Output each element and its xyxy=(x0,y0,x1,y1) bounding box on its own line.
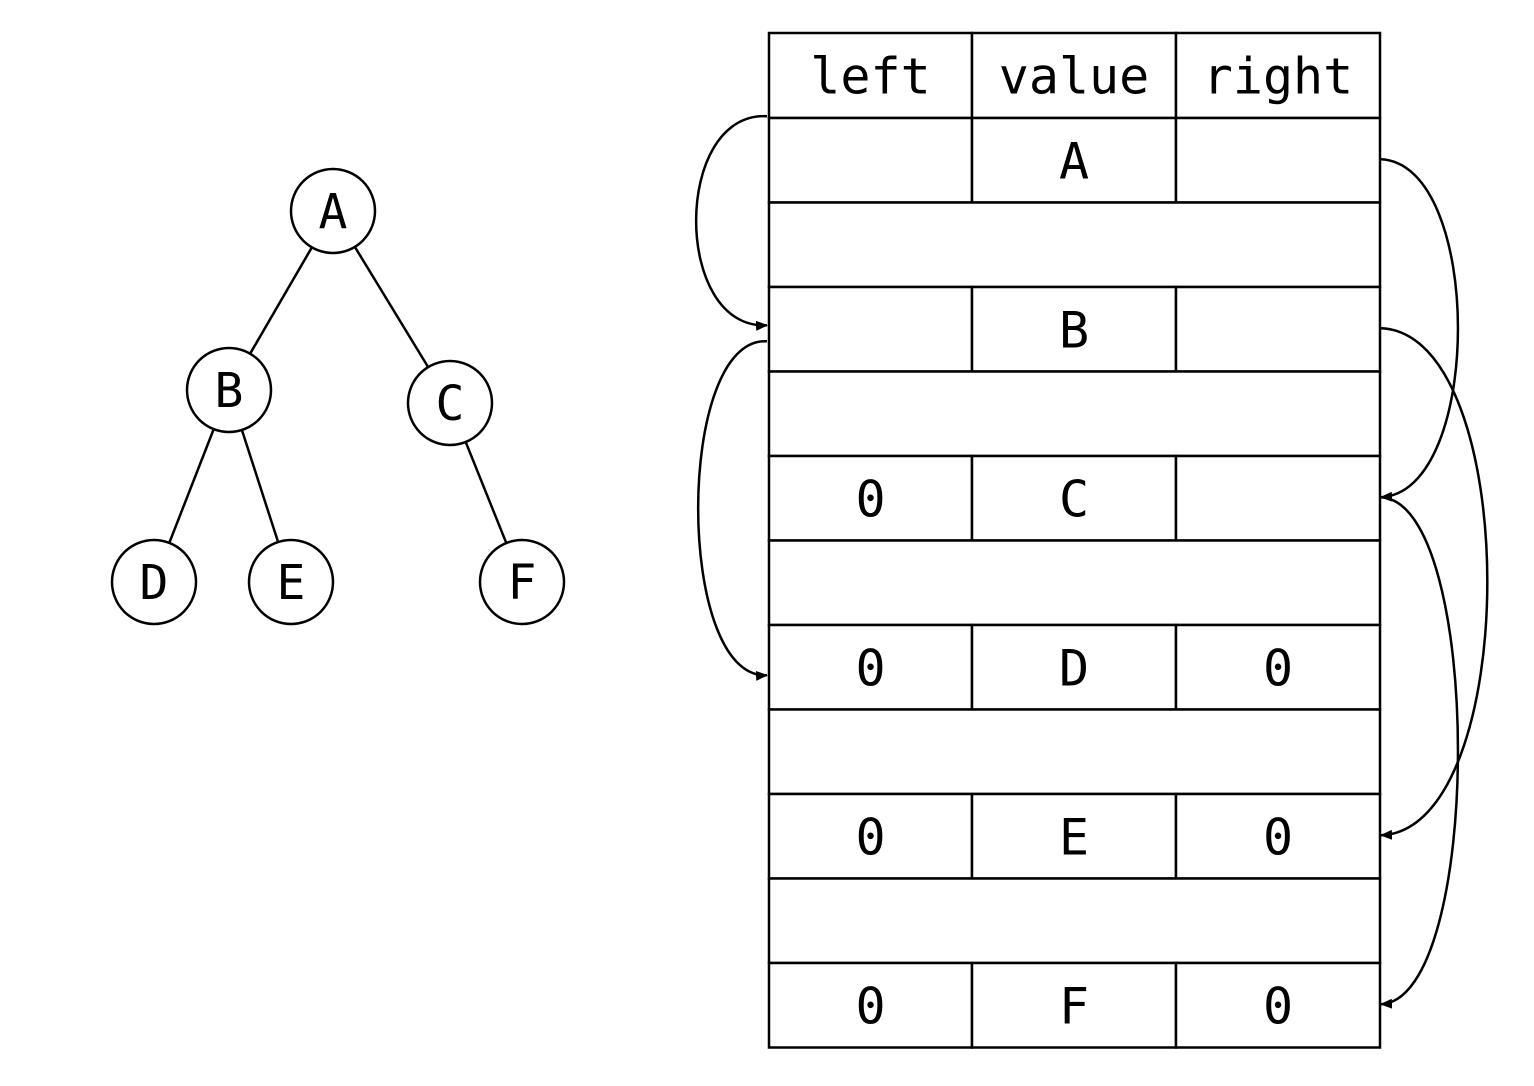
pointer-arrow-right-b-e xyxy=(1380,327,1489,840)
table-row-a: A xyxy=(767,116,1382,204)
left-cell xyxy=(767,116,974,204)
pointer-arrow-right-c-f xyxy=(1380,496,1460,1009)
value-cell xyxy=(970,454,1178,542)
tree-node-label: B xyxy=(215,363,244,419)
right-cell xyxy=(1174,792,1382,880)
pointer-arrow-left-a-b xyxy=(695,114,768,331)
tree-node-b: B xyxy=(185,346,273,434)
value-cell-text: A xyxy=(1059,132,1089,190)
pointer-arrows xyxy=(695,114,1489,1009)
table-row-b: B xyxy=(767,285,1382,373)
right-cell xyxy=(1174,285,1382,373)
tree-edge-a-c xyxy=(353,246,430,368)
right-cell-text: 0 xyxy=(1263,808,1293,866)
left-cell-text: 0 xyxy=(855,977,885,1035)
pointer-arrow-left-b-d xyxy=(697,339,768,681)
right-cell-text: 0 xyxy=(1263,639,1293,697)
left-cell-text: 0 xyxy=(855,639,885,697)
tree-node-c: C xyxy=(406,359,494,447)
tree-node-circle xyxy=(478,538,566,626)
table-row-e: 0 E 0 xyxy=(767,792,1382,880)
left-cell xyxy=(767,961,974,1049)
tree-edge-b-e xyxy=(240,429,280,543)
value-cell-text: F xyxy=(1059,977,1089,1035)
empty-row xyxy=(767,370,1382,458)
left-cell-text: 0 xyxy=(855,808,885,866)
tree-node-label: D xyxy=(140,555,169,611)
table-row-d: 0 D 0 xyxy=(767,623,1382,711)
value-cell xyxy=(970,792,1178,880)
tree-node-d: D xyxy=(110,538,198,626)
value-cell-text: E xyxy=(1059,808,1089,866)
tree-edge-b-d xyxy=(168,428,215,544)
table-header: left value right xyxy=(767,31,1382,120)
header-cell-right xyxy=(1174,31,1382,120)
tree-node-circle xyxy=(406,359,494,447)
tree-node-circle xyxy=(185,346,273,434)
tree-node-a: A xyxy=(289,167,377,255)
header-cell-value xyxy=(970,31,1178,120)
header-label-left: left xyxy=(810,48,930,106)
empty-row xyxy=(767,201,1382,289)
empty-row xyxy=(767,877,1382,965)
right-cell xyxy=(1174,116,1382,204)
tree-node-circle xyxy=(247,538,335,626)
left-cell xyxy=(767,792,974,880)
right-cell-text: 0 xyxy=(1263,977,1293,1035)
header-label-value: value xyxy=(999,48,1150,106)
value-cell-text: C xyxy=(1059,470,1089,528)
pointer-arrow-right-a-c xyxy=(1380,158,1460,502)
header-cell-left xyxy=(767,31,974,120)
value-cell-text: D xyxy=(1059,639,1089,697)
tree-node-label: F xyxy=(508,555,537,611)
left-cell xyxy=(767,454,974,542)
header-label-right: right xyxy=(1203,48,1354,106)
tree-edge-a-b xyxy=(249,246,313,355)
value-cell xyxy=(970,623,1178,711)
tree-edges xyxy=(168,246,508,544)
value-cell xyxy=(970,961,1178,1049)
tree-node-f: F xyxy=(478,538,566,626)
table-row-f: 0 F 0 xyxy=(767,961,1382,1049)
tree-node-e: E xyxy=(247,538,335,626)
tree-node-circle xyxy=(289,167,377,255)
tree-edge-c-f xyxy=(464,441,508,544)
value-cell-text: B xyxy=(1059,301,1089,359)
tree-node-label: C xyxy=(436,376,465,432)
left-cell-text: 0 xyxy=(855,470,885,528)
right-cell xyxy=(1174,961,1382,1049)
value-cell xyxy=(970,116,1178,204)
tree-node-label: E xyxy=(277,555,306,611)
right-cell xyxy=(1174,454,1382,542)
left-cell xyxy=(767,285,974,373)
tree-node-circle xyxy=(110,538,198,626)
tree-node-label: A xyxy=(319,184,348,240)
tree-nodes: A B C D E F xyxy=(110,167,566,626)
empty-row xyxy=(767,539,1382,627)
empty-row xyxy=(767,708,1382,796)
right-cell xyxy=(1174,623,1382,711)
